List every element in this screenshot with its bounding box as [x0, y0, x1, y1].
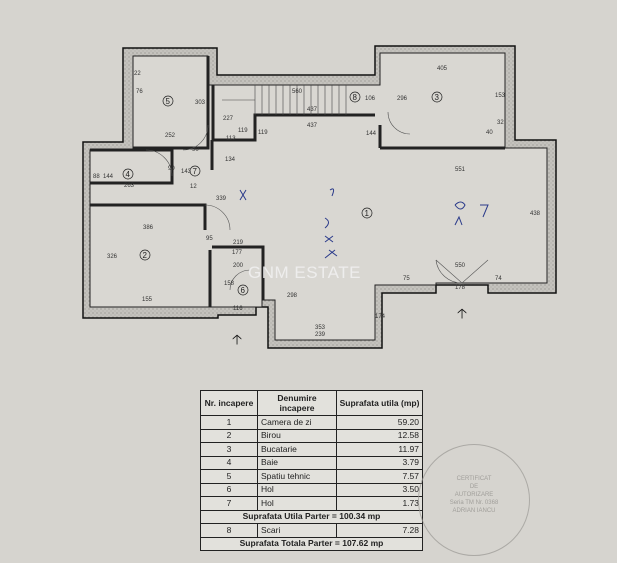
room-numbers	[122, 91, 443, 296]
svg-text:113: 113	[226, 136, 236, 142]
staircase	[222, 85, 347, 115]
svg-text:106: 106	[365, 96, 376, 102]
floor-interior	[89, 52, 548, 341]
area-table: Nr. incapere Denumire incapere Suprafata…	[200, 390, 423, 551]
svg-text:119: 119	[258, 130, 268, 136]
entry-arrow-icon: 🡡	[457, 305, 467, 321]
svg-text:144: 144	[103, 174, 114, 180]
room-number: 6	[241, 286, 246, 295]
svg-text:22: 22	[134, 71, 141, 77]
dimension-labels: 22 76 303 252 90 560 437 437 113 119 227…	[93, 66, 541, 338]
svg-text:353: 353	[315, 325, 326, 331]
svg-text:12: 12	[190, 184, 197, 190]
svg-text:551: 551	[455, 167, 466, 173]
svg-text:339: 339	[216, 196, 227, 202]
floor-plan: 🡡 🡡 1 2 3 4 5 6 7 8 22 76 303 252 90 560…	[82, 45, 557, 349]
svg-text:95: 95	[206, 236, 213, 242]
handwritten-annotations	[239, 188, 489, 259]
svg-text:550: 550	[455, 263, 466, 269]
door-swings	[145, 111, 489, 291]
svg-text:263: 263	[124, 183, 135, 189]
room-number: 1	[365, 209, 370, 218]
svg-text:90: 90	[192, 147, 199, 153]
svg-text:90: 90	[168, 166, 175, 172]
svg-text:227: 227	[223, 116, 234, 122]
svg-text:76: 76	[136, 89, 143, 95]
svg-text:88: 88	[93, 174, 100, 180]
svg-text:134: 134	[225, 157, 236, 163]
svg-text:116: 116	[233, 306, 243, 312]
room-number: 4	[126, 170, 131, 179]
room-number: 3	[435, 93, 440, 102]
svg-text:438: 438	[530, 211, 541, 217]
svg-text:219: 219	[233, 240, 244, 246]
svg-text:75: 75	[403, 276, 410, 282]
svg-text:298: 298	[287, 293, 298, 299]
svg-text:405: 405	[437, 66, 448, 72]
svg-text:74: 74	[495, 276, 502, 282]
room-number: 7	[193, 167, 198, 176]
svg-text:437: 437	[307, 123, 318, 129]
svg-text:144: 144	[366, 131, 377, 137]
room-number: 2	[143, 251, 148, 260]
svg-text:296: 296	[397, 96, 408, 102]
svg-text:153: 153	[495, 93, 506, 99]
svg-text:174: 174	[375, 314, 386, 320]
authorization-stamp: CERTIFICAT DE AUTORIZARE Seria TM Nr. 03…	[418, 444, 530, 556]
svg-text:303: 303	[195, 100, 206, 106]
svg-text:119: 119	[238, 128, 248, 134]
svg-text:239: 239	[315, 332, 326, 338]
total-row: Suprafata Totala Parter = 107.62 mp	[200, 536, 423, 551]
svg-text:178: 178	[455, 285, 466, 291]
svg-text:252: 252	[165, 133, 176, 139]
svg-text:200: 200	[233, 263, 244, 269]
entry-arrow-icon: 🡡	[232, 331, 242, 347]
svg-text:326: 326	[107, 254, 118, 260]
svg-text:386: 386	[143, 225, 154, 231]
svg-text:437: 437	[307, 107, 318, 113]
svg-text:155: 155	[142, 297, 153, 303]
svg-text:560: 560	[292, 89, 303, 95]
svg-text:177: 177	[232, 250, 243, 256]
svg-text:32: 32	[497, 120, 504, 126]
subtotal-row: Suprafata Utila Parter = 100.34 mp	[200, 509, 423, 524]
room-number: 5	[166, 97, 171, 106]
svg-text:158: 158	[224, 281, 235, 287]
watermark: GNM ESTATE	[248, 263, 361, 282]
table-header: Nr. incapere Denumire incapere Suprafata…	[200, 390, 423, 416]
svg-text:143: 143	[181, 169, 192, 175]
room-number: 8	[353, 93, 358, 102]
svg-text:40: 40	[486, 130, 493, 136]
